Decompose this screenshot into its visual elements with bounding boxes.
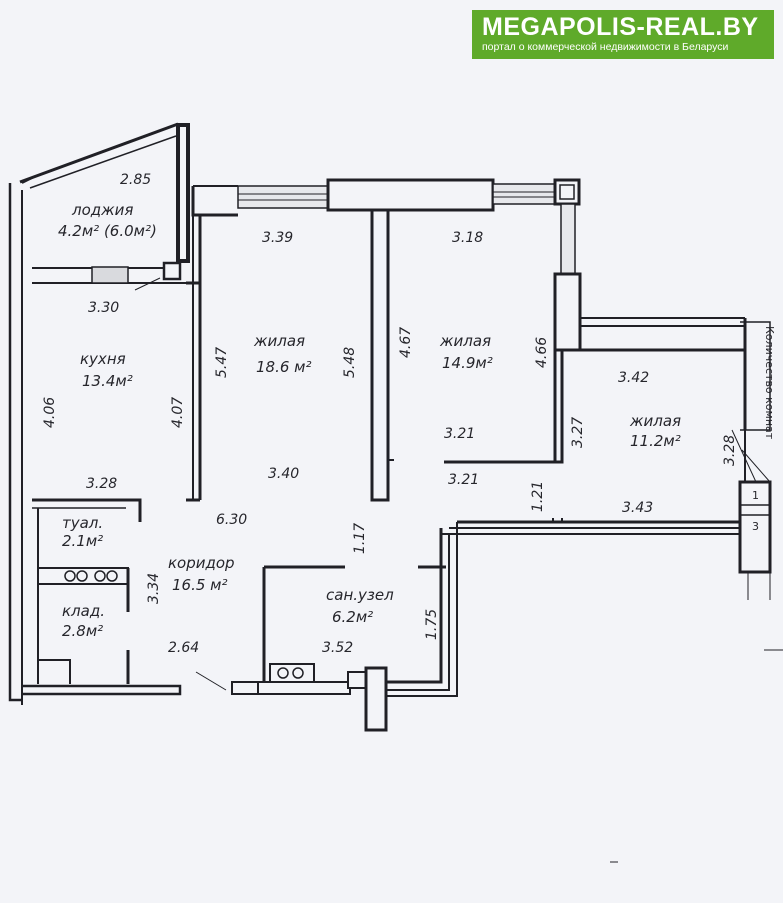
dim-living1-right: 5.48 [342, 347, 358, 378]
dim-living1-left: 5.47 [214, 347, 230, 378]
dim-corridor-narrow: 1.17 [352, 523, 368, 554]
dim-living1-top: 3.39 [262, 230, 293, 246]
dim-kitchen-left: 4.06 [42, 397, 58, 428]
dim-kitchen-right: 4.07 [170, 397, 186, 428]
bathroom-name: сан.узел [326, 586, 394, 604]
rooms-count-cell-2: 3 [752, 520, 759, 533]
dim-living2-top: 3.18 [452, 230, 483, 246]
dim-corridor-length: 6.30 [216, 512, 247, 528]
dim-loggia-top: 2.85 [120, 172, 151, 188]
dim-living2-bottom-a: 3.21 [444, 426, 475, 442]
dim-living2-left: 4.67 [398, 327, 414, 358]
living1-area: 18.6 м² [256, 358, 312, 376]
dim-corridor-side: 3.34 [146, 573, 162, 604]
brand-name: MEGAPOLIS-REAL.BY [482, 13, 759, 41]
living2-area: 14.9м² [442, 354, 493, 372]
dim-living2-right: 4.66 [534, 337, 550, 368]
living3-area: 11.2м² [630, 432, 681, 450]
pantry-name: клад. [62, 602, 105, 620]
toilet-area: 2.1м² [62, 532, 103, 550]
brand-tagline: портал о коммерческой недвижимости в Бел… [482, 41, 729, 53]
pantry-area: 2.8м² [62, 622, 103, 640]
toilet-name: туал. [62, 514, 103, 532]
dim-living3-left: 3.27 [570, 417, 586, 448]
living2-name: жилая [439, 332, 491, 350]
kitchen-area: 13.4м² [82, 372, 133, 390]
dim-bathroom-bottom: 3.52 [322, 640, 353, 656]
kitchen-name: кухня [80, 350, 126, 368]
corridor-name: коридор [168, 554, 235, 572]
dim-living3-top: 3.42 [618, 370, 649, 386]
corridor-area: 16.5 м² [172, 576, 228, 594]
room-labels: лоджия 4.2м² (6.0м²) кухня 13.4м² жилая … [58, 201, 681, 640]
living1-name: жилая [253, 332, 305, 350]
dim-living3-bottom: 3.43 [622, 500, 653, 516]
walls [8, 122, 783, 863]
dim-living3-right: 3.28 [722, 435, 738, 466]
rooms-count-label: Количество комнат [763, 326, 776, 440]
bathroom-area: 6.2м² [332, 608, 373, 626]
dimension-labels: 2.85 3.39 3.18 3.30 4.06 4.07 3.28 5.47 … [42, 172, 738, 656]
rooms-count-cell-1: 1 [752, 489, 759, 502]
dim-kitchen-bottom: 3.28 [86, 476, 117, 492]
loggia-area: 4.2м² (6.0м²) [58, 222, 157, 240]
loggia-name: лоджия [71, 201, 133, 219]
dim-kitchen-top: 3.30 [88, 300, 119, 316]
dim-living1-bottom: 3.40 [268, 466, 299, 482]
dim-hall-gap: 1.21 [530, 481, 546, 512]
living3-name: жилая [629, 412, 681, 430]
rooms-count-table: Количество комнат 1 3 [752, 326, 776, 533]
dim-living2-bottom-b: 3.21 [448, 472, 479, 488]
brand-banner[interactable]: MEGAPOLIS-REAL.BY портал о коммерческой … [472, 10, 774, 59]
dim-entrance: 2.64 [168, 640, 199, 656]
dim-bathroom-side: 1.75 [424, 609, 440, 640]
